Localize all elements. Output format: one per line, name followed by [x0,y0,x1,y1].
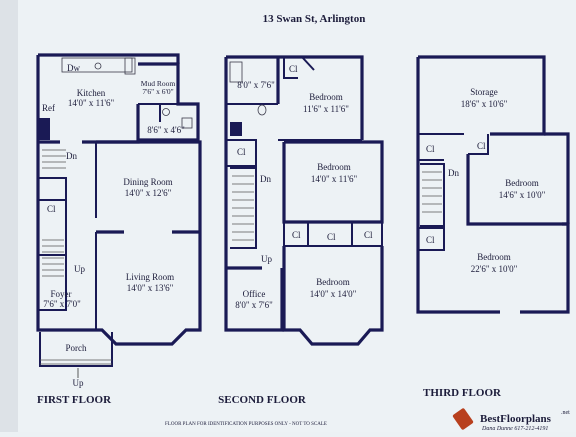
room-name: Living Room [126,272,174,282]
room-name: Mud Room [141,79,176,88]
room-name: Office [243,289,266,299]
third-floor-plan: Storage 18'6" x 10'6" Cl Bedroom 14'6" x… [416,55,570,399]
brand-tld: .net [561,410,570,416]
floor-title: SECOND FLOOR [218,394,307,406]
room-size: 14'0" x 11'6" [68,98,115,108]
room-name: Bedroom [477,252,511,262]
stairs-up-label: Up [261,254,272,264]
room-size: 14'0" x 13'6" [127,283,174,293]
room-name: Foyer [51,289,72,299]
refrigerator-label: Ref [42,103,55,113]
room-size: 14'6" x 10'0" [499,190,546,200]
room-size: 7'6" x 6'0" [142,87,173,96]
closet-label: Cl [292,230,301,240]
room-size: 7'6" x 7'0" [43,299,81,309]
closet-label: Cl [477,141,486,151]
stairs-up-label: Up [74,264,85,274]
entry-up-label: Up [73,378,84,388]
room-name: Bedroom [317,162,351,172]
room-name: Porch [66,343,87,353]
room-size: 18'6" x 10'6" [461,99,508,109]
room-name: Bedroom [505,178,539,188]
floor-title: FIRST FLOOR [37,394,112,406]
closet-label: Cl [364,230,373,240]
room-size: 14'0" x 12'6" [125,188,172,198]
dishwasher-label: Dw [67,63,80,73]
closet-label: Cl [426,144,435,154]
disclaimer-text: FLOOR PLAN FOR IDENTIFICATION PURPOSES O… [165,422,327,427]
room-size: 14'0" x 14'0" [310,289,357,299]
closet-label: Cl [327,232,336,242]
room-size: 8'6" x 4'6" [147,125,185,135]
room-size: 22'6" x 10'0" [471,264,518,274]
room-name: Dining Room [123,177,172,187]
closet-label: Cl [289,64,298,74]
address-title: 13 Swan St, Arlington [263,13,366,25]
brand-logo: BestFloorplans .net Dana Dunne 617-212-4… [452,408,570,432]
closet-label: Cl [237,147,246,157]
room-size: 8'0" x 7'6" [237,80,275,90]
brand-name: BestFloorplans [480,413,552,425]
brand-contact: Dana Dunne 617-212-4191 [481,425,548,432]
first-floor-plan: Dw Ref Kitchen 14'0" x 11'6" Mud Room 7'… [36,53,202,406]
stairs-down-label: Dn [448,168,459,178]
room-size: 8'0" x 7'6" [235,300,273,310]
floor-title: THIRD FLOOR [423,387,502,399]
room-size: 11'6" x 11'6" [303,104,349,114]
room-name: Bedroom [316,277,350,287]
stairs-down-label: Dn [66,151,77,161]
room-name: Bedroom [309,92,343,102]
room-size: 14'0" x 11'6" [311,174,358,184]
closet-label: Cl [426,235,435,245]
room-name: Storage [470,87,498,97]
stairs-down-label: Dn [260,174,271,184]
second-floor-plan: Cl 8'0" x 7'6" Bedroom 11'6" x 11'6" Bed… [218,55,384,406]
room-name: Kitchen [77,88,106,98]
closet-label: Cl [47,204,56,214]
